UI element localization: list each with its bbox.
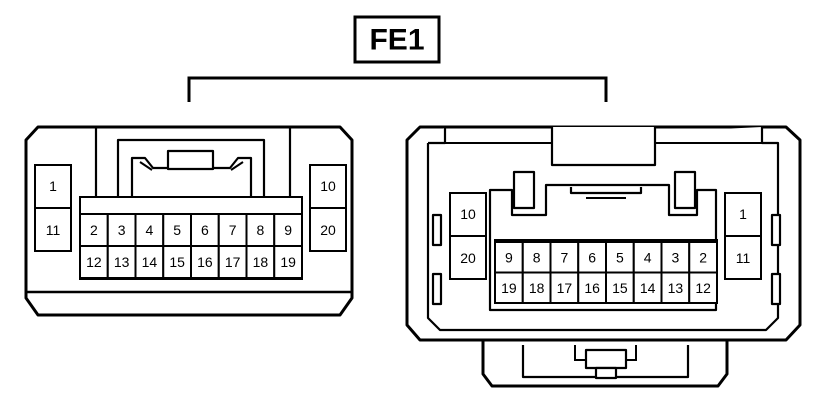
pin-label: 18 <box>529 280 545 296</box>
pin-label: 11 <box>736 250 751 266</box>
pin-cell <box>245 213 276 247</box>
connector-title-text: FE1 <box>369 24 424 57</box>
pin-label: 20 <box>460 250 476 266</box>
pin-cell <box>660 241 691 274</box>
pin-label: 17 <box>557 280 573 296</box>
pin-label: 8 <box>533 249 541 265</box>
pin-label: 10 <box>320 178 336 194</box>
pin-label: 14 <box>142 254 158 270</box>
left-connector-side-left: 1 11 <box>34 164 72 252</box>
right-connector-tab <box>569 187 643 195</box>
pin-label: 5 <box>616 249 624 265</box>
pin-cell <box>134 213 165 247</box>
pin-label: 7 <box>229 222 237 238</box>
connector-title: FE1 <box>353 15 441 64</box>
right-connector-side-right: 1 11 <box>724 192 762 280</box>
pin-cell <box>273 245 303 279</box>
pin-label: 13 <box>668 280 684 296</box>
pin-label: 17 <box>225 254 241 270</box>
left-connector-tab <box>166 149 215 171</box>
pin-label: 19 <box>280 254 296 270</box>
pin-label: 9 <box>505 249 513 265</box>
pin-label: 6 <box>588 249 596 265</box>
pin-label: 2 <box>90 222 98 238</box>
pin-cell <box>688 271 718 304</box>
pin-label: 14 <box>640 280 656 296</box>
pin-label: 3 <box>118 222 126 238</box>
pin-cell <box>79 213 109 247</box>
pin-label: 16 <box>584 280 600 296</box>
pin-label: 8 <box>256 222 264 238</box>
right-connector-key-notch <box>550 127 657 167</box>
pin-cell <box>217 213 248 247</box>
pin-label: 12 <box>695 280 711 296</box>
pin-cell <box>106 245 137 279</box>
pin-label: 5 <box>173 222 181 238</box>
right-connector-rib <box>673 170 697 210</box>
pin-label: 16 <box>197 254 213 270</box>
pin-label: 13 <box>114 254 130 270</box>
pin-label: 7 <box>560 249 568 265</box>
pin-label: 1 <box>739 206 747 222</box>
right-connector: 10 20 1 11 9 8 7 6 5 4 3 2 19 18 17 16 15 14 13 12 <box>405 125 802 388</box>
pin-label: 19 <box>501 280 517 296</box>
pin-label: 11 <box>46 222 61 238</box>
pin-cell <box>273 213 303 247</box>
pin-label: 10 <box>460 206 476 222</box>
pin-label: 4 <box>644 249 652 265</box>
left-connector: 1 11 10 20 2 3 4 5 6 7 8 9 12 13 14 15 16 17 18 19 <box>24 125 354 317</box>
pin-label: 1 <box>49 178 57 194</box>
pin-label: 6 <box>201 222 209 238</box>
pin-cell <box>632 271 663 304</box>
bracket <box>187 76 608 102</box>
pin-label: 20 <box>320 222 336 238</box>
left-connector-pin-grid: 2 3 4 5 6 7 8 9 12 13 14 15 16 17 18 19 <box>79 196 303 280</box>
pin-label: 3 <box>671 249 679 265</box>
pin-label: 15 <box>612 280 628 296</box>
pin-label: 12 <box>86 254 102 270</box>
left-connector-side-right: 10 20 <box>309 164 347 252</box>
pin-label: 2 <box>699 249 707 265</box>
pin-cell <box>190 213 220 247</box>
pin-label: 18 <box>253 254 269 270</box>
right-connector-latch <box>481 336 729 388</box>
right-connector-rib <box>512 170 536 210</box>
right-connector-pin-grid: 9 8 7 6 5 4 3 2 19 18 17 16 15 14 13 12 <box>494 239 718 304</box>
right-connector-side-left: 10 20 <box>449 192 487 280</box>
pin-label: 4 <box>145 222 153 238</box>
pin-label: 15 <box>169 254 185 270</box>
pin-cell <box>688 241 718 274</box>
pin-label: 9 <box>284 222 292 238</box>
